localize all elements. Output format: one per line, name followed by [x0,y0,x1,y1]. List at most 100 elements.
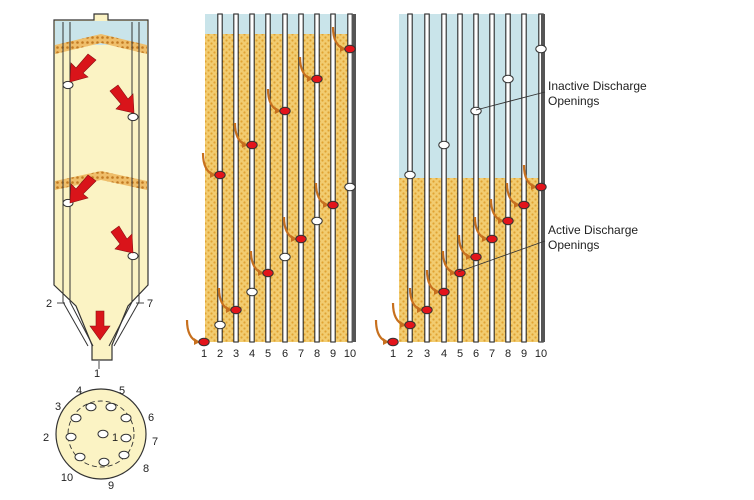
tube-label: 2 [407,348,413,360]
active-opening [246,140,258,150]
wall [352,14,356,342]
tube-label: 1 [390,348,396,360]
silo-label-right: 7 [147,298,153,310]
active-opening [262,268,274,278]
silo-opening [127,251,139,261]
discharge-tube [424,13,430,343]
flow-arrow-icon [374,319,388,344]
silo-label-bottom: 1 [94,368,100,380]
tube-label: 9 [330,348,336,360]
arrowhead-icon [531,183,537,190]
arrowhead-icon [323,201,329,208]
silo-tubes [62,22,140,347]
tube-label: 8 [314,348,320,360]
active-opening [502,216,514,226]
arrowhead-icon [498,217,504,224]
down-right-arrow-icon [109,84,135,114]
cross-section-opening [65,432,77,442]
arrowhead-icon [242,141,248,148]
active-opening [311,74,323,84]
cross-section-label: 1 [112,432,118,444]
annotation-inactive-line1: Inactive Discharge [548,79,647,93]
inactive-opening [470,106,482,116]
cross-section-label: 2 [43,432,49,444]
inactive-opening [438,140,450,150]
panel-b-annotations: Inactive Discharge Openings Active Disch… [457,79,647,273]
arrowhead-icon [210,171,216,178]
cross-section-label: 9 [108,480,114,492]
silo-openings [62,80,139,261]
annotation-inactive-line2: Openings [548,94,599,108]
active-opening [279,106,291,116]
arrowhead-icon [226,306,232,313]
discharge-tube [473,13,479,343]
arrowhead-icon [194,338,200,345]
silo-opening [127,112,139,122]
down-arrow-icon [89,310,111,341]
arrowhead-icon [275,107,281,114]
discharge-tube [505,13,511,343]
tube-label: 9 [521,348,527,360]
arrowhead-icon [450,269,456,276]
tube-label: 2 [217,348,223,360]
cross-section-label: 8 [143,463,149,475]
annotation-active-line1: Active Discharge [548,223,638,237]
discharge-tube [441,13,447,343]
silo-opening [62,80,74,90]
active-opening [518,200,530,210]
discharge-tube [233,13,239,343]
inactive-opening [344,182,356,192]
inactive-opening [246,287,258,297]
cross-section-opening [120,413,132,423]
tube-label: 5 [265,348,271,360]
inactive-opening [502,74,514,84]
cross-section-label: 3 [55,401,61,413]
down-right-arrow-icon [110,225,134,254]
cross-section-opening [98,457,110,467]
arrowhead-icon [340,45,346,52]
leader-active [457,240,546,273]
active-opening [438,287,450,297]
active-opening [387,337,399,347]
cross-section-opening [97,429,109,439]
tube-label: 3 [233,348,239,360]
flow-arrow-icon [185,319,199,344]
active-opening [295,234,307,244]
down-left-arrow-icon [69,174,97,204]
tube-label: 5 [457,348,463,360]
arrowhead-icon [482,235,488,242]
cross-section-label: 4 [76,385,82,397]
active-opening [230,305,242,315]
down-left-arrow-icon [69,53,97,83]
grain-band-middle [55,171,147,190]
inactive-opening [311,216,323,226]
cross-section-label: 6 [148,412,154,424]
cross-section-opening [74,452,86,462]
inactive-opening [535,44,547,54]
arrowhead-icon [258,269,264,276]
tube-label: 7 [489,348,495,360]
discharge-tube [314,13,320,343]
discharge-tube [249,13,255,343]
cross-section-opening [85,402,97,412]
arrowhead-icon [466,253,472,260]
grain-band-top [55,34,147,54]
arrowhead-icon [434,288,440,295]
discharge-tube [282,13,288,343]
tube-label: 8 [505,348,511,360]
tube-label: 6 [473,348,479,360]
cross-section-opening [70,413,82,423]
active-opening [344,44,356,54]
discharge-tube [457,13,463,343]
arrowhead-icon [291,235,297,242]
active-opening [327,200,339,210]
arrowhead-icon [400,321,406,328]
discharge-tube [330,13,336,343]
active-opening [454,268,466,278]
discharge-tube [298,13,304,343]
silo-leaders [57,302,144,369]
active-opening [535,182,547,192]
annotation-active-line2: Openings [548,238,599,252]
